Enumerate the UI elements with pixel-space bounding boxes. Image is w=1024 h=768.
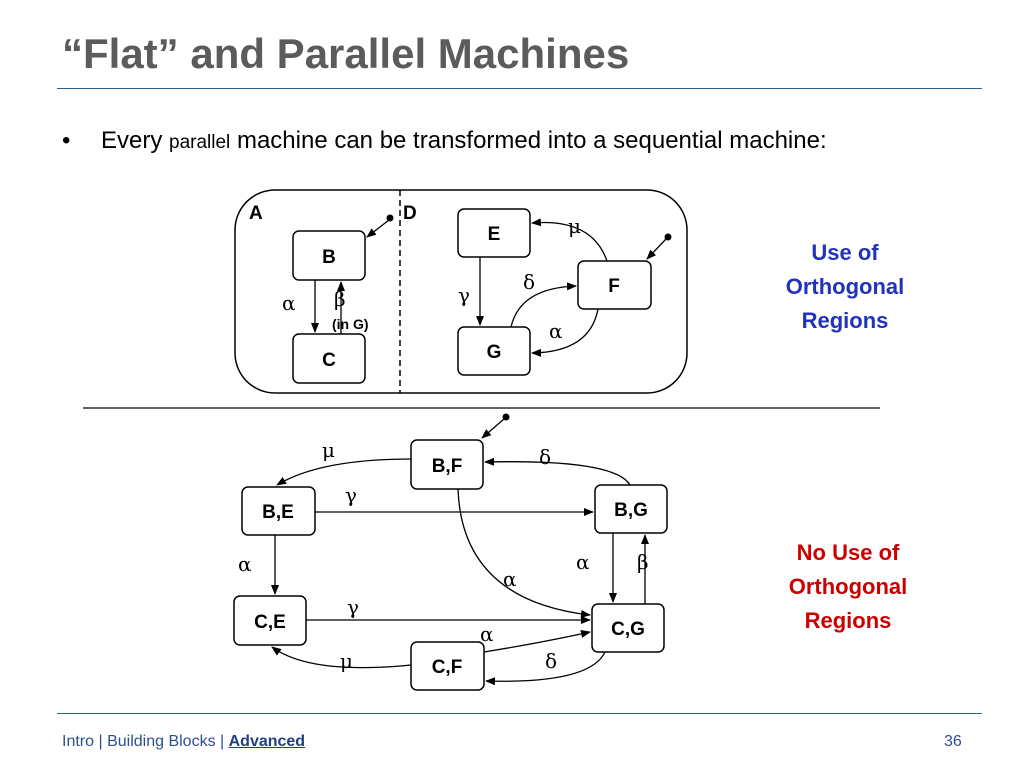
label-beta-cb: β [334, 287, 346, 311]
transition-cf-ce [271, 646, 412, 669]
state-cg-label: C,G [611, 619, 645, 640]
caption-no-orthogonal-line1: No Use of [796, 540, 900, 565]
caption-no-orthogonal: No Use of Orthogonal Regions [768, 536, 928, 638]
state-be [241, 486, 316, 536]
state-cf [410, 641, 485, 691]
caption-orthogonal-line1: Use of [811, 240, 879, 265]
label-mu-fe: μ [568, 214, 581, 238]
footer-breadcrumb: Intro | Building Blocks | Advanced [62, 733, 305, 751]
state-b [292, 230, 366, 281]
state-bf-label: B,F [432, 456, 463, 477]
state-f [577, 260, 652, 310]
footer-link-intro[interactable]: Intro [62, 733, 95, 750]
footer-link-advanced[interactable]: Advanced [228, 733, 306, 750]
transition-f-g [531, 308, 599, 357]
transition-bf-be [276, 458, 412, 486]
state-cg [591, 603, 665, 653]
superstate-outline [234, 189, 688, 394]
region-d-label: D [403, 203, 417, 224]
transition-cf-cg [483, 630, 591, 653]
initial-arrow-d [646, 238, 667, 260]
label-delta-bg-bf: δ [539, 445, 551, 469]
state-be-label: B,E [262, 502, 294, 523]
transition-f-e [531, 218, 608, 262]
state-cf-label: C,F [432, 657, 463, 678]
transition-bg-bf [484, 457, 631, 486]
caption-no-orthogonal-line2: Orthogonal [788, 574, 908, 599]
title-divider [57, 88, 982, 89]
bullet-text-pre: Every [101, 127, 170, 154]
caption-orthogonal-line3: Regions [801, 308, 889, 333]
state-ce-label: C,E [254, 612, 286, 633]
initial-dot-flat [502, 413, 510, 421]
state-b-label: B [322, 247, 336, 268]
footer-divider [57, 713, 982, 714]
state-e-label: E [488, 224, 501, 245]
state-bf [410, 439, 484, 490]
bullet-marker: • [62, 127, 71, 154]
state-f-label: F [608, 276, 620, 297]
label-delta-gf: δ [523, 270, 535, 294]
label-mu-cf-ce: μ [340, 649, 353, 673]
caption-orthogonal: Use of Orthogonal Regions [770, 236, 920, 338]
footer-sep-2: | [215, 733, 229, 750]
label-alpha-be-ce: α [238, 552, 252, 576]
label-in-g: (in G) [332, 316, 369, 332]
transition-bf-cg [457, 488, 591, 618]
label-mu-bf-be: μ [322, 438, 335, 462]
label-alpha-bf-cg: α [503, 567, 517, 591]
bullet-text-post: machine can be transformed into a sequen… [230, 127, 827, 154]
page-number: 36 [944, 733, 962, 750]
label-alpha-cf-cg: α [480, 622, 494, 646]
caption-no-orthogonal-line3: Regions [804, 608, 892, 633]
bullet-text: Every parallel machine can be transforme… [101, 124, 881, 159]
label-alpha-bg-cg: α [576, 550, 590, 574]
initial-dot-a [386, 214, 394, 222]
initial-arrow-a [366, 219, 390, 238]
label-gamma-ce-cg: γ [347, 595, 359, 619]
label-beta-cg-bg: β [637, 550, 649, 574]
transition-g-f [510, 282, 577, 328]
caption-orthogonal-line2: Orthogonal [785, 274, 905, 299]
label-gamma-eg: γ [458, 283, 470, 307]
state-bg-label: B,G [614, 500, 648, 521]
slide-title: “Flat” and Parallel Machines [62, 30, 630, 77]
state-e [457, 208, 531, 258]
bullet-text-parallel: parallel [169, 132, 231, 153]
label-alpha-fg: α [549, 319, 563, 343]
initial-dot-d [664, 233, 672, 241]
label-alpha-bc: α [282, 291, 296, 315]
label-gamma-be-bg: γ [345, 483, 357, 507]
state-g [457, 326, 531, 376]
state-bg [594, 484, 668, 534]
state-g-label: G [487, 342, 502, 363]
region-a-label: A [249, 203, 263, 224]
initial-arrow-flat [481, 418, 505, 439]
label-delta-cg-cf: δ [545, 649, 557, 673]
transition-cg-cf [485, 651, 606, 686]
footer-link-building-blocks[interactable]: Building Blocks [107, 733, 216, 750]
state-c [292, 333, 366, 384]
state-c-label: C [322, 350, 336, 371]
footer-sep-1: | [94, 733, 108, 750]
